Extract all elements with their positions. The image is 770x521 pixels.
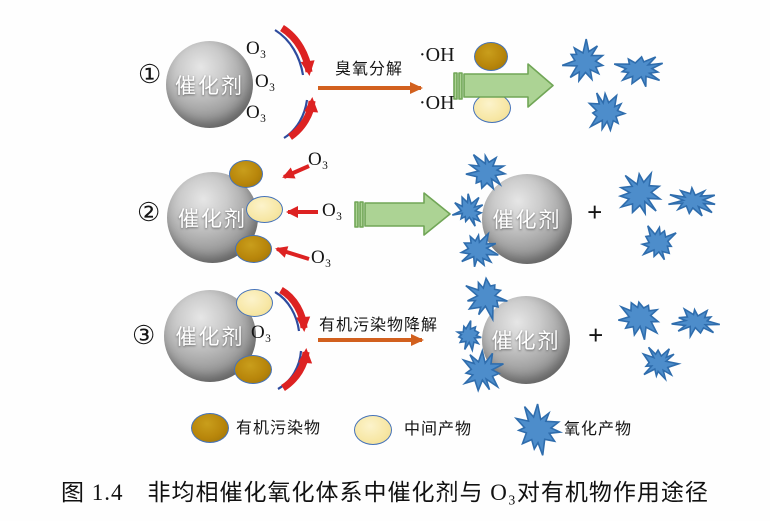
o3-attack-arrow-bottom xyxy=(275,246,310,261)
catalyst-label: 催化剂 xyxy=(175,73,244,98)
catalyst-label: 催化剂 xyxy=(491,329,561,353)
organic-pollutant-ellipse xyxy=(229,160,263,188)
o3-label: O₃ xyxy=(322,200,343,221)
o3-attack-arrow-top xyxy=(282,164,310,179)
intermediate-product-ellipse xyxy=(236,289,273,317)
o3-label: O₃ xyxy=(246,38,267,59)
catalyst-sphere-step1: 催化剂 xyxy=(166,41,253,128)
oh-radical-label: ·OH xyxy=(419,44,455,66)
step3-number: ③ xyxy=(132,321,156,350)
organic-pollutant-ellipse xyxy=(474,42,508,71)
curved-o3-arrow-step3-bottom xyxy=(277,348,313,391)
catalyst-sphere-step3-right: 催化剂 xyxy=(482,296,570,384)
curved-o3-arrow-top xyxy=(274,25,315,76)
catalyst-label: 催化剂 xyxy=(178,206,247,231)
curved-o3-arrow-bottom xyxy=(283,97,319,140)
step2-number: ② xyxy=(137,198,161,227)
o3-label: O₃ xyxy=(251,322,272,343)
oxidation-product-star xyxy=(461,348,504,393)
o3-label: O₃ xyxy=(255,71,276,92)
catalyst-label: 催化剂 xyxy=(175,325,245,349)
plus-sign: + xyxy=(587,197,603,227)
oxidation-product-star xyxy=(671,307,721,340)
legend-organic-ellipse xyxy=(191,413,229,443)
legend-intermediate-ellipse xyxy=(354,415,392,445)
oh-radical-label: ·OH xyxy=(419,92,455,114)
o3-label: O₃ xyxy=(311,247,332,268)
legend-intermediate-label: 中间产物 xyxy=(404,421,473,438)
legend-oxidation-label: 氧化产物 xyxy=(564,421,633,438)
oxidation-product-star xyxy=(668,185,716,217)
plus-sign: + xyxy=(588,320,604,350)
oxidation-product-star xyxy=(618,300,661,340)
intermediate-product-ellipse xyxy=(246,196,283,223)
oxidation-product-star xyxy=(451,193,484,227)
o3-label: O₃ xyxy=(246,102,267,123)
oxidation-product-star xyxy=(561,38,605,84)
green-striped-arrow-step1 xyxy=(453,63,554,108)
oxidation-product-star xyxy=(587,90,628,133)
oxidation-product-star xyxy=(613,55,664,88)
intermediate-product-ellipse xyxy=(473,93,511,123)
green-striped-arrow-step2 xyxy=(354,192,451,236)
oxidation-product-star xyxy=(641,346,682,382)
step1-number: ① xyxy=(138,60,162,89)
o3-label: O₃ xyxy=(308,149,329,170)
oxidation-product-star xyxy=(465,276,508,323)
organic-pollutant-ellipse xyxy=(234,355,272,384)
catalyst-sphere-step2-right: 催化剂 xyxy=(482,174,572,264)
curved-o3-arrow-step3-top xyxy=(274,286,311,332)
organic-degradation-label: 有机污染物降解 xyxy=(319,317,439,334)
legend-oxidation-star xyxy=(513,403,564,456)
organic-pollutant-ellipse xyxy=(235,235,272,263)
oxidation-product-star xyxy=(454,320,482,353)
oxidation-product-star xyxy=(465,152,508,191)
legend-organic-label: 有机污染物 xyxy=(236,420,322,437)
figure-caption: 图 1.4 非均相催化氧化体系中催化剂与 O₃对有机物作用途径 xyxy=(61,480,709,505)
catalyst-label: 催化剂 xyxy=(492,208,562,232)
ozone-decomposition-label: 臭氧分解 xyxy=(335,61,404,78)
oxidation-product-star xyxy=(639,225,677,261)
oxidation-product-star xyxy=(459,231,499,268)
oxidation-product-star xyxy=(617,170,663,217)
